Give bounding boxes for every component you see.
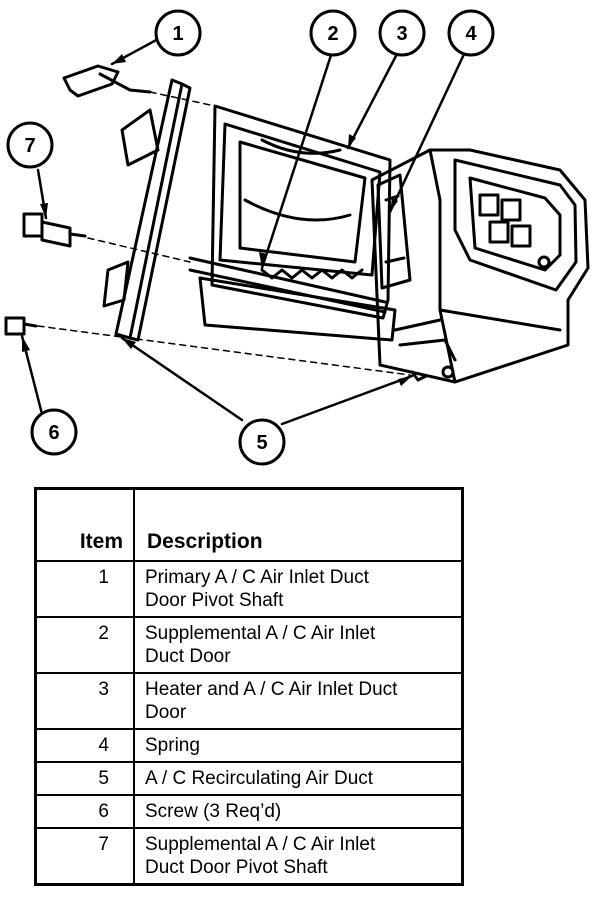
callout-4: 4 [447,9,495,57]
callout-6: 6 [30,408,78,456]
callout-label: 3 [396,23,407,45]
callout-label: 6 [48,422,59,444]
item-number: 3 [34,672,135,730]
description-line: Spring [145,735,200,756]
blower-housing [370,148,590,384]
callout-label: 5 [256,432,267,454]
table-row: 5 A / C Recirculating Air Duct [34,761,464,796]
callouts: 1 2 3 4 5 6 7 [6,9,495,466]
description-line: Duct Door [145,646,231,667]
exploded-diagram: 1 2 3 4 5 6 7 [4,9,590,466]
inlet-duct-door [188,104,397,342]
item-number: 6 [34,794,135,829]
item-number: 2 [34,616,135,674]
item-number: 1 [34,560,135,618]
arrow-heads [22,54,412,386]
item-number: 5 [34,761,135,796]
description-line: Screw (3 Req’d) [145,801,282,822]
pivot-shaft-supplemental [22,212,87,248]
callout-label: 7 [24,135,35,157]
description-line: Heater and A / C Air Inlet Duct [145,679,398,700]
table-header-row: Item Description [34,487,464,562]
callout-1: 1 [154,9,202,57]
pivot-shaft-primary [62,64,152,98]
leader-lines [20,36,467,426]
description-line: Duct Door Pivot Shaft [145,857,328,878]
assembly-lines [37,91,411,376]
header-description: Description [133,487,464,562]
description-line: Primary A / C Air Inlet Duct [145,567,369,588]
spring-frame [376,173,412,290]
callout-3: 3 [378,9,426,57]
item-number: 4 [34,728,135,763]
description-line: Supplemental A / C Air Inlet [145,623,376,644]
callout-5: 5 [238,418,286,466]
description-line: Door [145,702,187,723]
callout-2: 2 [309,9,357,57]
item-description: A / C Recirculating Air Duct [133,761,464,796]
description-line: A / C Recirculating Air Duct [145,768,374,789]
header-item: Item [34,487,135,562]
description-line: Door Pivot Shaft [145,590,284,611]
callout-label: 2 [327,23,338,45]
item-number: 7 [34,827,135,886]
item-description: Spring [133,728,464,763]
mounting-plate [102,78,192,342]
callout-label: 1 [172,23,183,45]
callout-label: 4 [465,23,477,45]
item-description: Screw (3 Req’d) [133,794,464,829]
callout-7: 7 [6,121,54,169]
description-line: Supplemental A / C Air Inlet [145,834,376,855]
table-row: 4 Spring [34,728,464,763]
screw [4,316,38,336]
table-row: 6 Screw (3 Req’d) [34,794,464,829]
